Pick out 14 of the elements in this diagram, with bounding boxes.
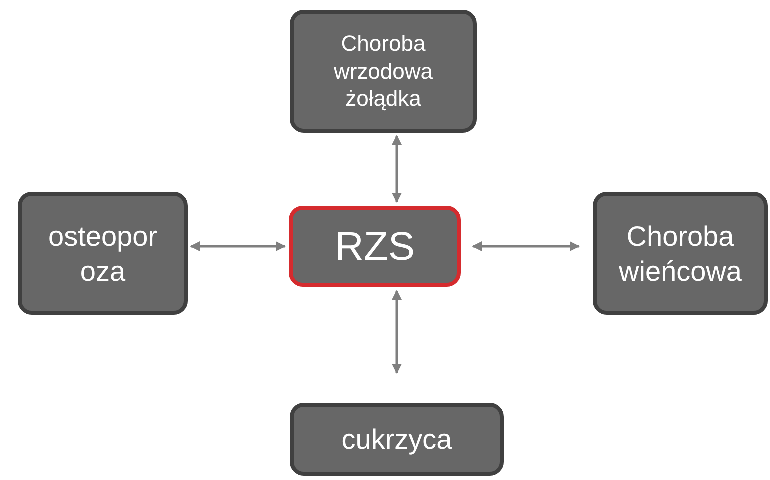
process-box	[290, 10, 477, 133]
node-label: Choroba wrzodowa żołądka	[332, 30, 434, 113]
process-box	[290, 403, 504, 476]
double-arrow	[392, 290, 402, 374]
double-arrow	[392, 135, 402, 203]
double-arrow	[472, 242, 580, 252]
highlighted-box	[289, 206, 461, 287]
process-box	[593, 192, 768, 315]
node-label: osteoporoza	[48, 220, 158, 288]
process-box	[18, 192, 188, 315]
node-label: cukrzyca	[340, 423, 454, 457]
node-label: Choroba wieńcowa	[618, 220, 742, 288]
node-label: RZS	[334, 224, 416, 270]
double-arrow	[190, 242, 286, 252]
